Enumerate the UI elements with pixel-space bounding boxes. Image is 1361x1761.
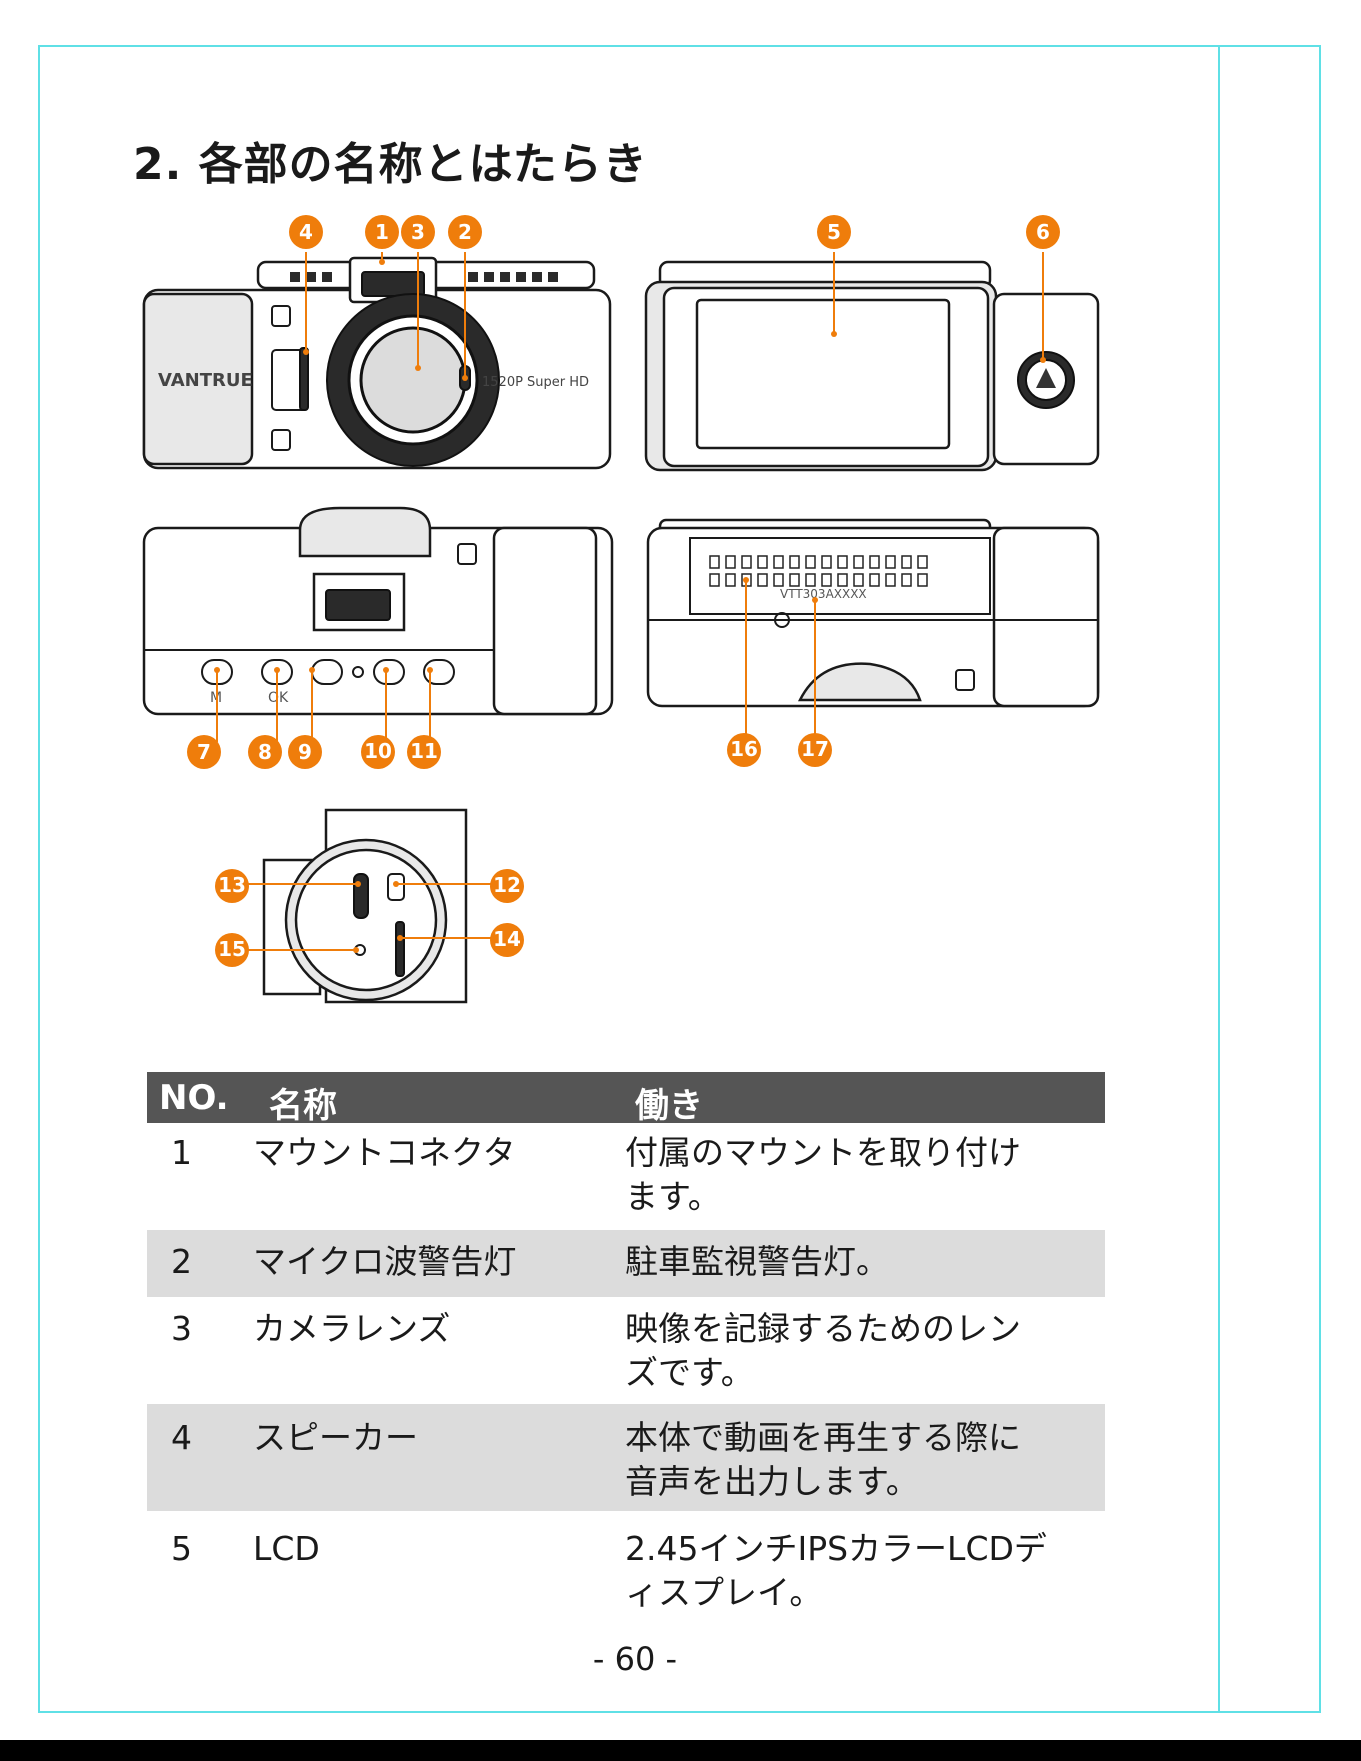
callout-13: 13 (215, 869, 249, 903)
svg-text:16: 16 (730, 737, 758, 761)
header-name: 名称 (269, 1078, 337, 1127)
callout-6: 6 (1026, 215, 1060, 249)
top-view: M OK (144, 508, 612, 714)
row-no: 3 (171, 1307, 192, 1350)
svg-text:2: 2 (458, 220, 472, 244)
table-row: 1 マウントコネクタ 付属のマウントを取り付け ます。 (147, 1123, 1105, 1230)
svg-text:15: 15 (218, 937, 246, 961)
serial-label: VTT303AXXXX (780, 587, 867, 601)
row-function: 付属のマウントを取り付け (625, 1131, 1085, 1174)
row-function-cont: 音声を出力します。 (625, 1460, 1085, 1503)
table-header: NO. 名称 働き (147, 1072, 1105, 1123)
table-row: 3 カメラレンズ 映像を記録するためのレン ズです。 (147, 1297, 1105, 1404)
row-name: スピーカー (253, 1416, 418, 1459)
callout-3: 3 (401, 215, 435, 249)
svg-text:5: 5 (827, 220, 841, 244)
callout-9: 9 (288, 735, 322, 769)
callout-4: 4 (289, 215, 323, 249)
svg-text:14: 14 (493, 927, 521, 951)
row-function: 本体で動画を再生する際に (625, 1416, 1085, 1459)
header-no: NO. (159, 1078, 229, 1118)
row-function-cont: ズです。 (625, 1351, 1085, 1394)
callout-12: 12 (490, 869, 524, 903)
row-name: カメラレンズ (253, 1307, 450, 1350)
row-no: 4 (171, 1416, 192, 1459)
row-name: マウントコネクタ (253, 1131, 516, 1174)
callout-5: 5 (817, 215, 851, 249)
row-function: 映像を記録するためのレン (625, 1307, 1085, 1350)
callout-1: 1 (365, 215, 399, 249)
callout-2: 2 (448, 215, 482, 249)
callout-17: 17 (798, 733, 832, 767)
svg-text:17: 17 (801, 737, 829, 761)
svg-text:6: 6 (1036, 220, 1050, 244)
callout-11: 11 (407, 735, 441, 769)
row-no: 2 (171, 1240, 192, 1283)
svg-text:7: 7 (197, 740, 211, 764)
callout-10: 10 (361, 735, 395, 769)
row-function: 2.45インチIPSカラーLCDデ (625, 1527, 1085, 1570)
callout-15: 15 (215, 933, 249, 967)
svg-text:1: 1 (375, 220, 389, 244)
table-row: 2 マイクロ波警告灯 駐車監視警告灯。 (147, 1230, 1105, 1297)
row-function: 駐車監視警告灯。 (625, 1240, 1085, 1283)
svg-text:8: 8 (258, 740, 272, 764)
svg-text:3: 3 (411, 220, 425, 244)
table-row: 5 LCD 2.45インチIPSカラーLCDデ ィスプレイ。 (147, 1511, 1105, 1621)
svg-text:11: 11 (410, 739, 438, 763)
row-name: LCD (253, 1527, 320, 1570)
row-no: 1 (171, 1131, 192, 1174)
svg-text:10: 10 (364, 739, 392, 763)
bottom-bar (0, 1740, 1361, 1761)
front-view: VANTRUE 1520P Super HD (144, 258, 610, 468)
bottom-view: VTT303AXXXX (648, 520, 1098, 706)
device-diagram: VANTRUE 1520P Super HD (0, 0, 1361, 1010)
row-function-cont: ます。 (625, 1175, 1085, 1218)
button-ok-label: OK (268, 690, 289, 706)
svg-text:9: 9 (298, 740, 312, 764)
callout-14: 14 (490, 923, 524, 957)
row-no: 5 (171, 1527, 192, 1570)
page-number: - 60 - (0, 1640, 1270, 1678)
row-function-cont: ィスプレイ。 (625, 1571, 1085, 1614)
row-name: マイクロ波警告灯 (253, 1240, 516, 1283)
table-row: 4 スピーカー 本体で動画を再生する際に 音声を出力します。 (147, 1404, 1105, 1511)
side-view (264, 810, 466, 1002)
svg-text:13: 13 (218, 873, 246, 897)
svg-text:12: 12 (493, 873, 521, 897)
parts-table: NO. 名称 働き 1 マウントコネクタ 付属のマウントを取り付け ます。 2 … (147, 1072, 1105, 1621)
header-function: 働き (635, 1078, 703, 1127)
brand-label: VANTRUE (158, 370, 253, 391)
resolution-label: 1520P Super HD (482, 375, 589, 390)
callout-16: 16 (727, 733, 761, 767)
svg-text:4: 4 (299, 220, 313, 244)
back-view (646, 262, 1098, 470)
callout-8: 8 (248, 735, 282, 769)
callout-7: 7 (187, 735, 221, 769)
